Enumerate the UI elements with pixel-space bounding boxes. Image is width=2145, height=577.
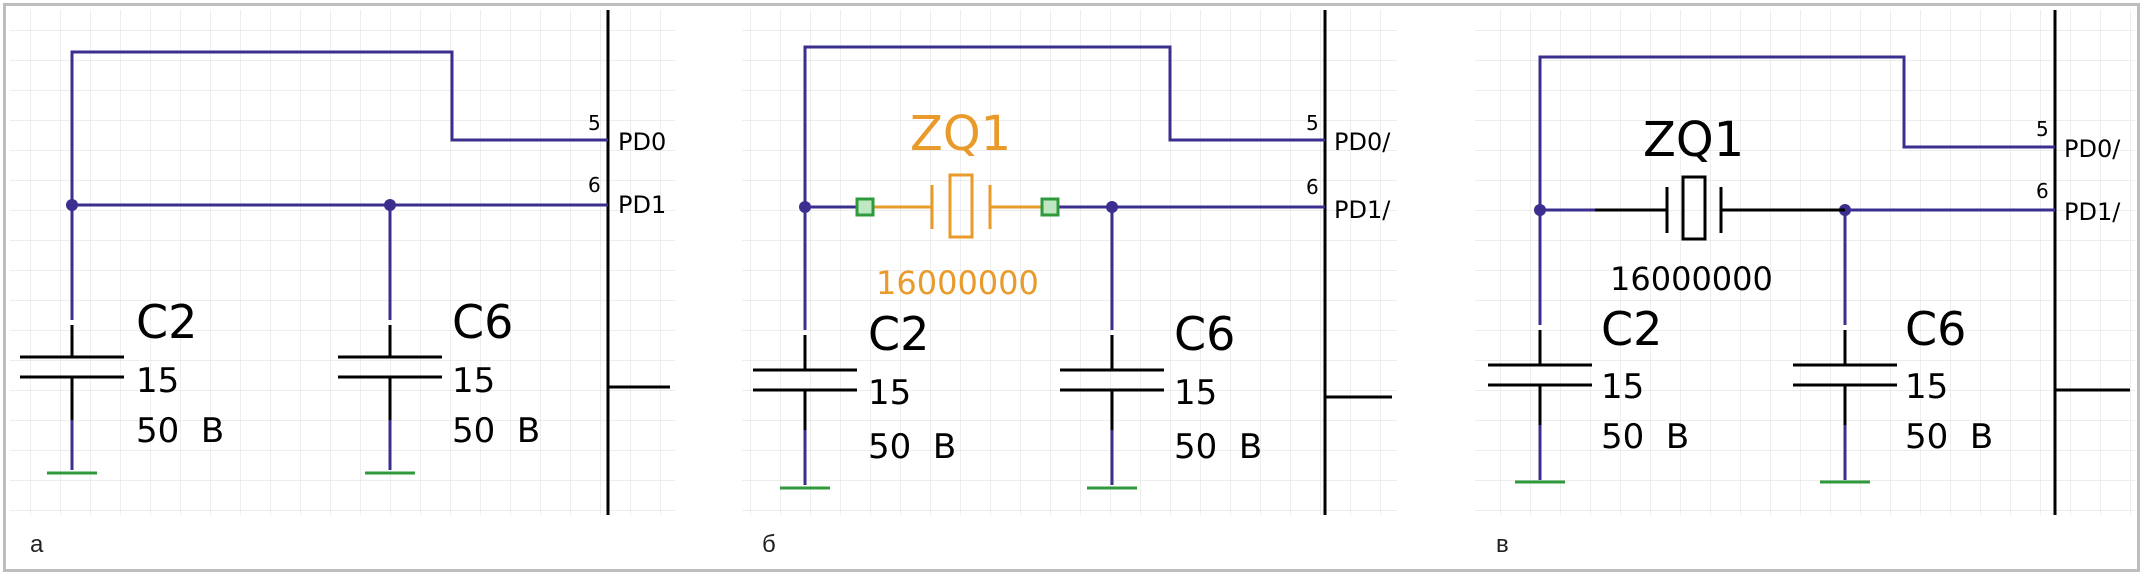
capacitor-ref: C2 [136,295,197,349]
capacitor-value: 15 [868,373,911,413]
capacitor-voltage: 50 В [1905,417,1993,457]
pin-name: PD0/ [1334,128,1391,156]
panel-c: ZQ1 16000000 5 PD0/ 6 PD1/ C2 15 50 В C6… [1475,10,2135,558]
capacitor-voltage: 50 В [1601,417,1689,457]
selection-handle[interactable] [1040,197,1060,217]
capacitor-value: 15 [136,361,179,401]
wires [1538,55,2055,480]
pin-name: PD1 [618,191,666,219]
pin-number: 5 [1306,111,1319,135]
capacitor-value: 15 [452,361,495,401]
capacitor-c2-symbol [1488,330,1592,425]
capacitor-ref: C6 [1905,302,1966,356]
junction-dot [1106,201,1118,213]
crystal-value: 16000000 [876,264,1039,302]
capacitor-voltage: 50 В [452,411,540,451]
pin-number: 5 [2036,117,2049,141]
panel-label: в [1496,531,1509,558]
panel-a: 5 PD0 6 PD1 C2 15 50 В C6 15 50 В а [10,10,675,558]
crystal-zq1-selected[interactable] [865,173,1050,239]
pin-name: PD0/ [2064,135,2121,163]
wire-pd0 [1538,55,2055,325]
crystal-ref: ZQ1 [910,106,1011,162]
junction-dot [799,201,811,213]
junction-dot [66,199,78,211]
capacitor-ref: C2 [868,307,929,361]
capacitor-value: 15 [1601,367,1644,407]
pin-name: PD1/ [2064,198,2121,226]
capacitor-ref: C2 [1601,302,1662,356]
panel-label: а [30,531,44,558]
pin-name: PD1/ [1334,196,1391,224]
capacitor-value: 15 [1174,373,1217,413]
grid-background [742,10,1397,515]
wire-pd0 [803,45,1325,330]
junction-dot [384,199,396,211]
junction-dot [1534,204,1546,216]
selection-handle[interactable] [855,197,875,217]
wires [803,45,1325,485]
capacitor-c6-symbol [338,325,442,420]
capacitor-value: 15 [1905,367,1948,407]
crystal-zq1[interactable] [1595,175,1845,241]
capacitor-voltage: 50 В [136,411,224,451]
pin-number: 6 [588,173,601,197]
capacitor-c6-symbol [1793,330,1897,425]
capacitor-ref: C6 [452,295,513,349]
wires [70,50,608,470]
panel-label: б [762,531,776,558]
capacitor-voltage: 50 В [868,427,956,467]
capacitor-ref: C6 [1174,307,1235,361]
pin-number: 5 [588,111,601,135]
capacitor-c2-symbol [20,325,124,420]
grid-background [1475,10,2135,515]
pin-name: PD0 [618,128,666,156]
capacitor-voltage: 50 В [1174,427,1262,467]
capacitor-c6-symbol [1060,335,1164,430]
capacitor-c2-symbol [753,335,857,430]
pin-number: 6 [2036,179,2049,203]
pin-number: 6 [1306,175,1319,199]
crystal-ref: ZQ1 [1643,112,1744,168]
panel-b: ZQ1 16000000 5 PD0/ 6 PD1/ C2 15 50 В C6… [742,10,1397,558]
wire-pd0 [70,50,608,320]
crystal-value: 16000000 [1610,260,1773,298]
grid-background [10,10,675,515]
